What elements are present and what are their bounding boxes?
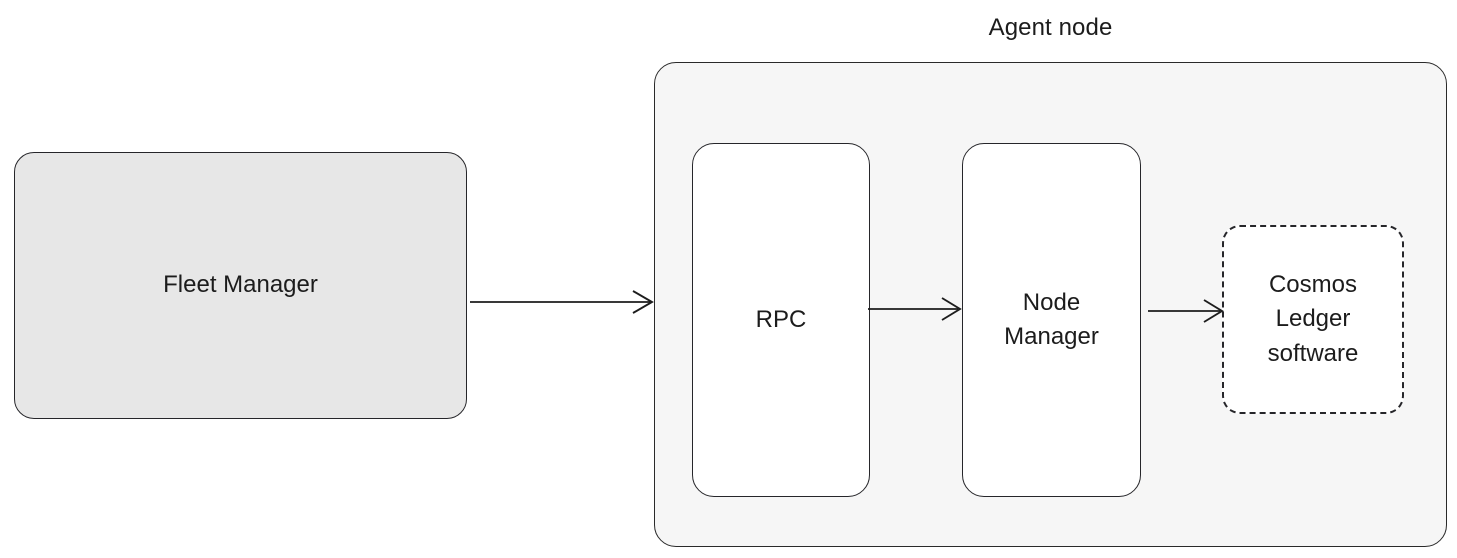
node-fleet-manager-label: Fleet Manager [163, 271, 318, 299]
edge-fleet-manager-to-agent-node [470, 290, 654, 314]
node-node-manager-label: Node Manager [1004, 288, 1099, 350]
node-node-manager[interactable]: Node Manager [962, 143, 1141, 497]
node-fleet-manager[interactable]: Fleet Manager [14, 152, 467, 419]
node-rpc-label: RPC [755, 305, 807, 333]
edge-rpc-to-node-manager [868, 297, 962, 321]
node-rpc[interactable]: RPC [692, 143, 870, 497]
agent-node-group-title: Agent node [988, 14, 1113, 41]
edge-node-manager-to-cosmos-ledger [1148, 299, 1224, 323]
node-cosmos-ledger-software-label: Cosmos Ledger software [1267, 271, 1359, 367]
node-cosmos-ledger-software[interactable]: Cosmos Ledger software [1222, 225, 1404, 414]
